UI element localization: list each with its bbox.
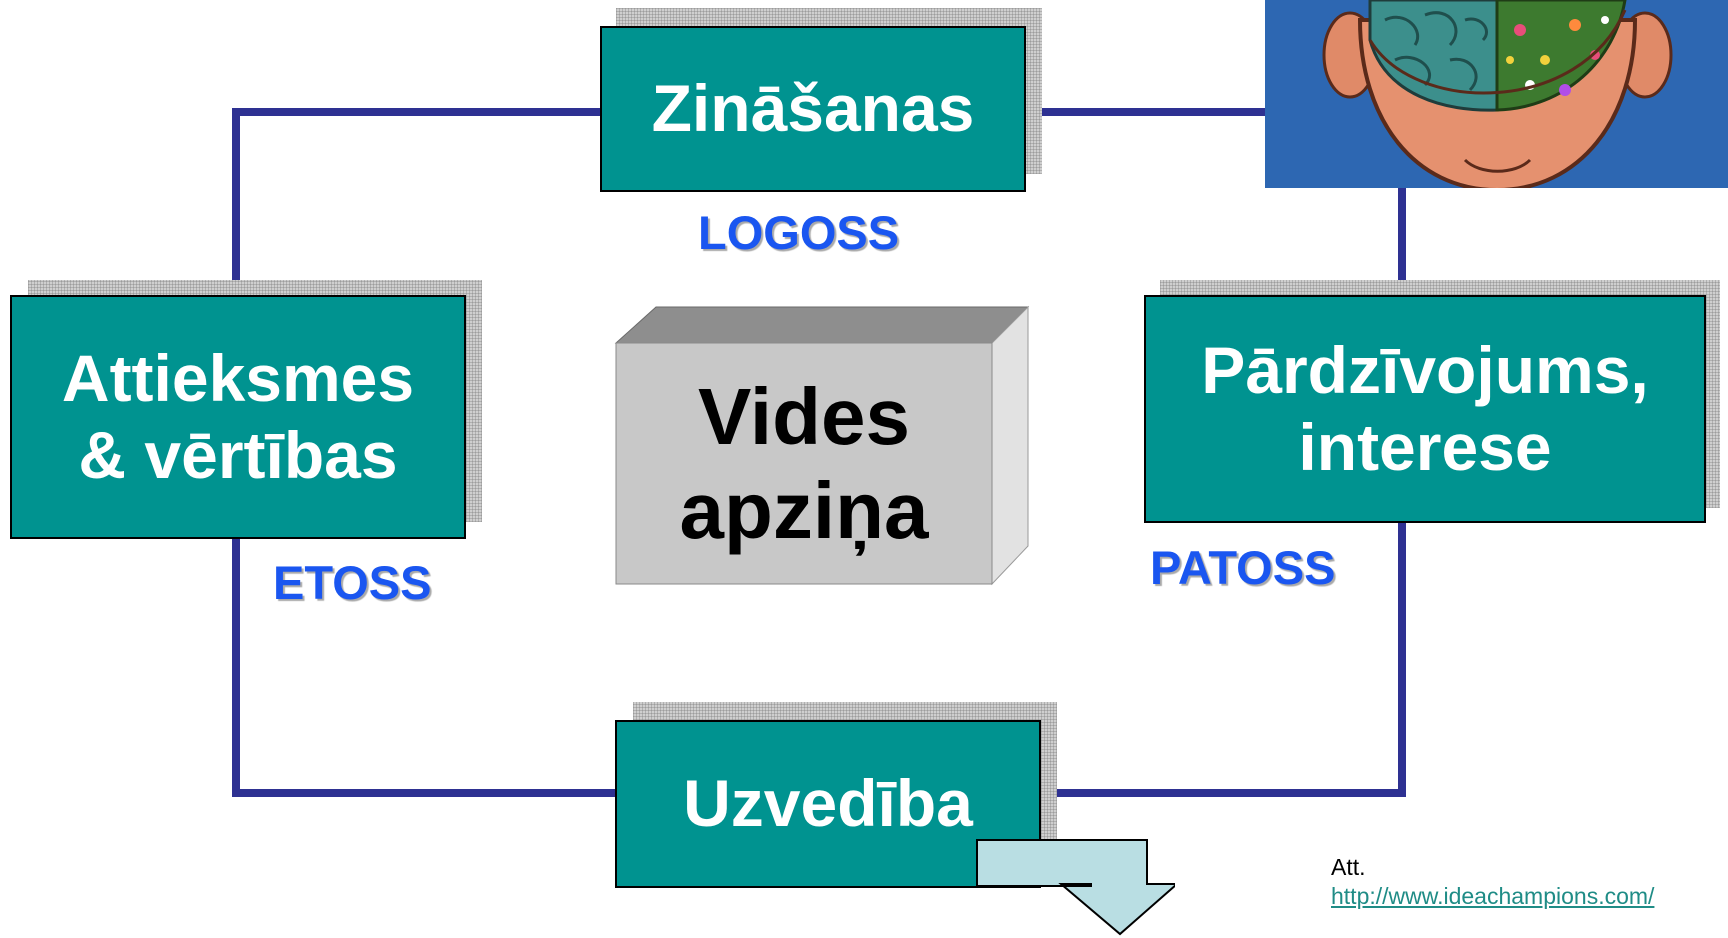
center-3d-box (614, 305, 1030, 586)
label-logos: LOGOSS (698, 206, 900, 259)
node-knowledge: Zināšanas (600, 26, 1026, 192)
node-center: Vides apziņa (679, 371, 929, 555)
connector-attitudes-to-behaviour (232, 537, 615, 797)
center-box-top-face (614, 306, 1030, 344)
credit-prefix: Att. (1331, 854, 1366, 880)
center-box-side-face (991, 305, 1029, 586)
node-attitudes-wrap: Attieksmes & vērtības (10, 280, 482, 540)
credit-link[interactable]: http://www.ideachampions.com/ (1331, 882, 1655, 909)
node-attitudes: Attieksmes & vērtības (10, 295, 466, 539)
node-knowledge-wrap: Zināšanas (600, 8, 1042, 192)
center-box-front-face (615, 342, 993, 585)
outgoing-arrow-shape (976, 839, 1175, 936)
image-credit: Att. http://www.ideachampions.com/ (1331, 853, 1654, 911)
brain-illustration (1265, 0, 1728, 188)
node-experience: Pārdzīvojums, interese (1144, 295, 1706, 523)
outgoing-arrow (976, 839, 1175, 936)
connector-behaviour-to-experience (1040, 522, 1406, 797)
node-behaviour: Uzvedība (615, 720, 1041, 888)
label-pathos: PATOSS (1150, 541, 1336, 594)
label-ethos: ETOSS (273, 556, 432, 609)
node-experience-wrap: Pārdzīvojums, interese (1144, 280, 1720, 525)
connector-knowledge-to-attitudes (232, 108, 602, 300)
brain-illustration-icon (1322, 0, 1673, 188)
